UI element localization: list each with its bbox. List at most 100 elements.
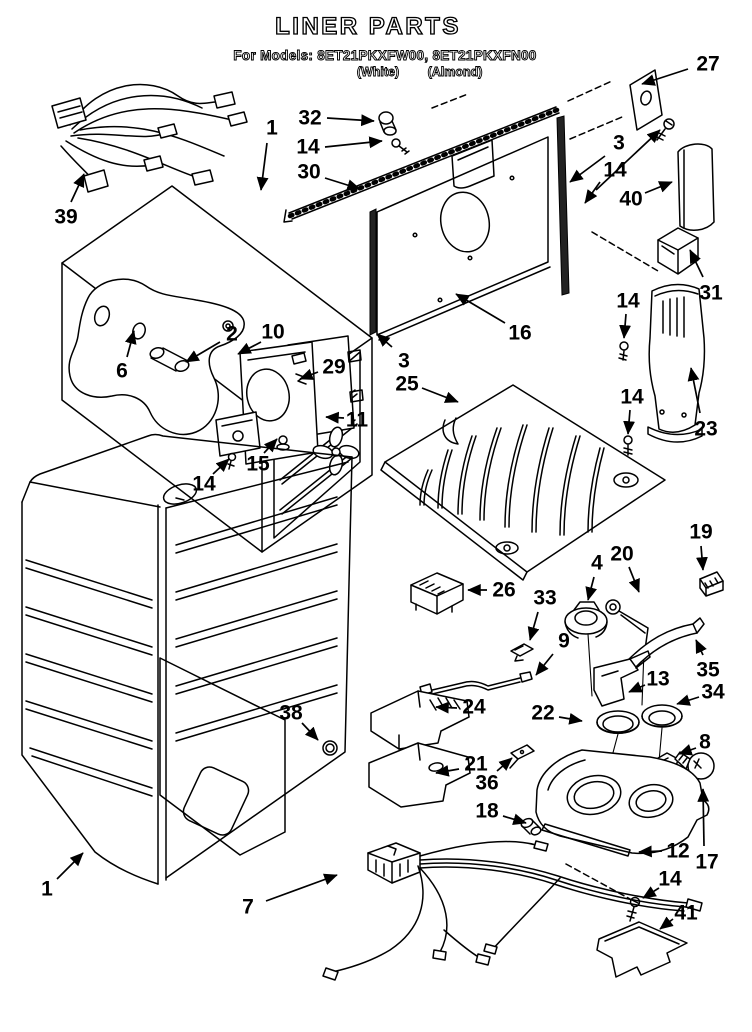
part-30-trim-rail: [283, 93, 560, 223]
callout-11: 11: [325, 409, 369, 432]
callout-number: 31: [699, 282, 723, 305]
callout-number: 38: [279, 702, 303, 725]
callout-4: 4: [585, 552, 603, 601]
callout-number: 11: [346, 409, 369, 432]
page-title: LINER PARTS: [275, 13, 461, 40]
part-34-cup: [641, 704, 683, 796]
callout-number: 26: [492, 579, 515, 602]
part-21-support: [368, 742, 471, 808]
part-26-module-box: [410, 572, 464, 615]
callout-34: 34: [676, 681, 725, 706]
screw-14-bottom: [626, 896, 641, 922]
callout-33: 33: [527, 587, 557, 641]
callout-number: 14: [296, 136, 320, 159]
callout-26: 26: [467, 579, 516, 602]
part-23-air-duct: [618, 283, 706, 443]
callout-6: 6: [116, 330, 137, 383]
callout-30: 30: [297, 161, 361, 191]
callout-20: 20: [610, 543, 640, 593]
callout-14: 14: [642, 868, 682, 899]
callout-13: 13: [628, 668, 670, 693]
callout-7: 7: [242, 873, 338, 919]
part-19-block: [699, 571, 724, 597]
callout-number: 21: [464, 753, 488, 776]
callout-number: 39: [54, 206, 77, 229]
callout-9: 9: [535, 630, 570, 676]
callout-number: 33: [533, 587, 556, 610]
callout-21: 21: [435, 753, 488, 777]
callout-number: 14: [192, 473, 216, 496]
part-3-trim-strips: [369, 80, 623, 336]
callout-number: 14: [603, 159, 627, 182]
callout-number: 34: [701, 681, 725, 704]
screw-14-shelf: [623, 435, 633, 456]
callout-3: 3: [569, 132, 625, 183]
callout-number: 41: [674, 902, 698, 925]
callout-number: 14: [620, 386, 644, 409]
callout-number: 20: [610, 543, 633, 566]
callout-1: 1: [41, 852, 84, 901]
part-41-plate: [596, 921, 688, 978]
part-38-grommet: [322, 740, 338, 756]
callout-number: 30: [297, 161, 320, 184]
callout-number: 19: [689, 521, 712, 544]
part-39-wiring-harness: [51, 83, 248, 193]
callout-number: 27: [696, 53, 719, 76]
callout-14: 14: [620, 386, 644, 435]
callout-number: 14: [616, 290, 640, 313]
callout-27: 27: [641, 53, 720, 86]
callout-number: 24: [462, 696, 486, 719]
callout-35: 35: [695, 639, 720, 682]
callout-number: 1: [266, 117, 278, 140]
part-9-tube: [419, 671, 533, 696]
callout-23: 23: [687, 367, 718, 441]
callout-number: 4: [591, 552, 603, 575]
callout-number: 22: [531, 702, 554, 725]
part-36-clip: [509, 744, 535, 769]
callout-16: 16: [455, 293, 532, 345]
screw-14-damper: [227, 452, 237, 470]
callout-number: 13: [646, 668, 669, 691]
part-25-vented-shelf: [380, 384, 666, 581]
callout-number: 15: [246, 453, 270, 476]
callout-39: 39: [54, 173, 85, 229]
finish-almond-label: (Almond): [428, 65, 483, 79]
callout-17: 17: [695, 788, 719, 874]
callout-number: 32: [298, 107, 321, 130]
callout-number: 16: [508, 322, 531, 345]
callout-14: 14: [192, 458, 230, 496]
part-31-box: [591, 227, 699, 275]
callout-number: 17: [695, 851, 718, 874]
part-13-bracket: [593, 650, 651, 707]
callout-31: 31: [689, 249, 723, 305]
part-33-clip: [510, 643, 534, 662]
part-35-arm: [626, 617, 705, 669]
part-6-bracket: [68, 278, 245, 436]
callout-25: 25: [395, 373, 459, 403]
callout-number: 12: [666, 840, 689, 863]
callout-number: 2: [226, 323, 238, 346]
part-40-cover-channel: [677, 143, 715, 231]
callout-number: 36: [475, 772, 498, 795]
diagram-header: LINER PARTS For Models: 8ET21PKXFW00, 8E…: [233, 12, 537, 79]
part-12-console: [535, 749, 710, 900]
callout-number: 8: [699, 731, 711, 754]
callout-36: 36: [475, 757, 513, 795]
callout-22: 22: [531, 702, 583, 725]
part-4-grommet: [564, 601, 608, 697]
callout-24: 24: [435, 696, 486, 719]
callout-number: 9: [558, 630, 570, 653]
screw-14-duct: [618, 341, 629, 361]
callout-15: 15: [246, 438, 278, 476]
part-17-bulb: [674, 751, 715, 780]
callout-number: 3: [398, 350, 410, 373]
callout-12: 12: [638, 840, 690, 863]
callout-number: 40: [619, 188, 642, 211]
callout-number: 18: [475, 800, 499, 823]
callout-3: 3: [376, 333, 410, 373]
part-20-lever: [605, 599, 649, 706]
callout-number: 14: [658, 868, 682, 891]
callout-number: 1: [41, 878, 53, 901]
